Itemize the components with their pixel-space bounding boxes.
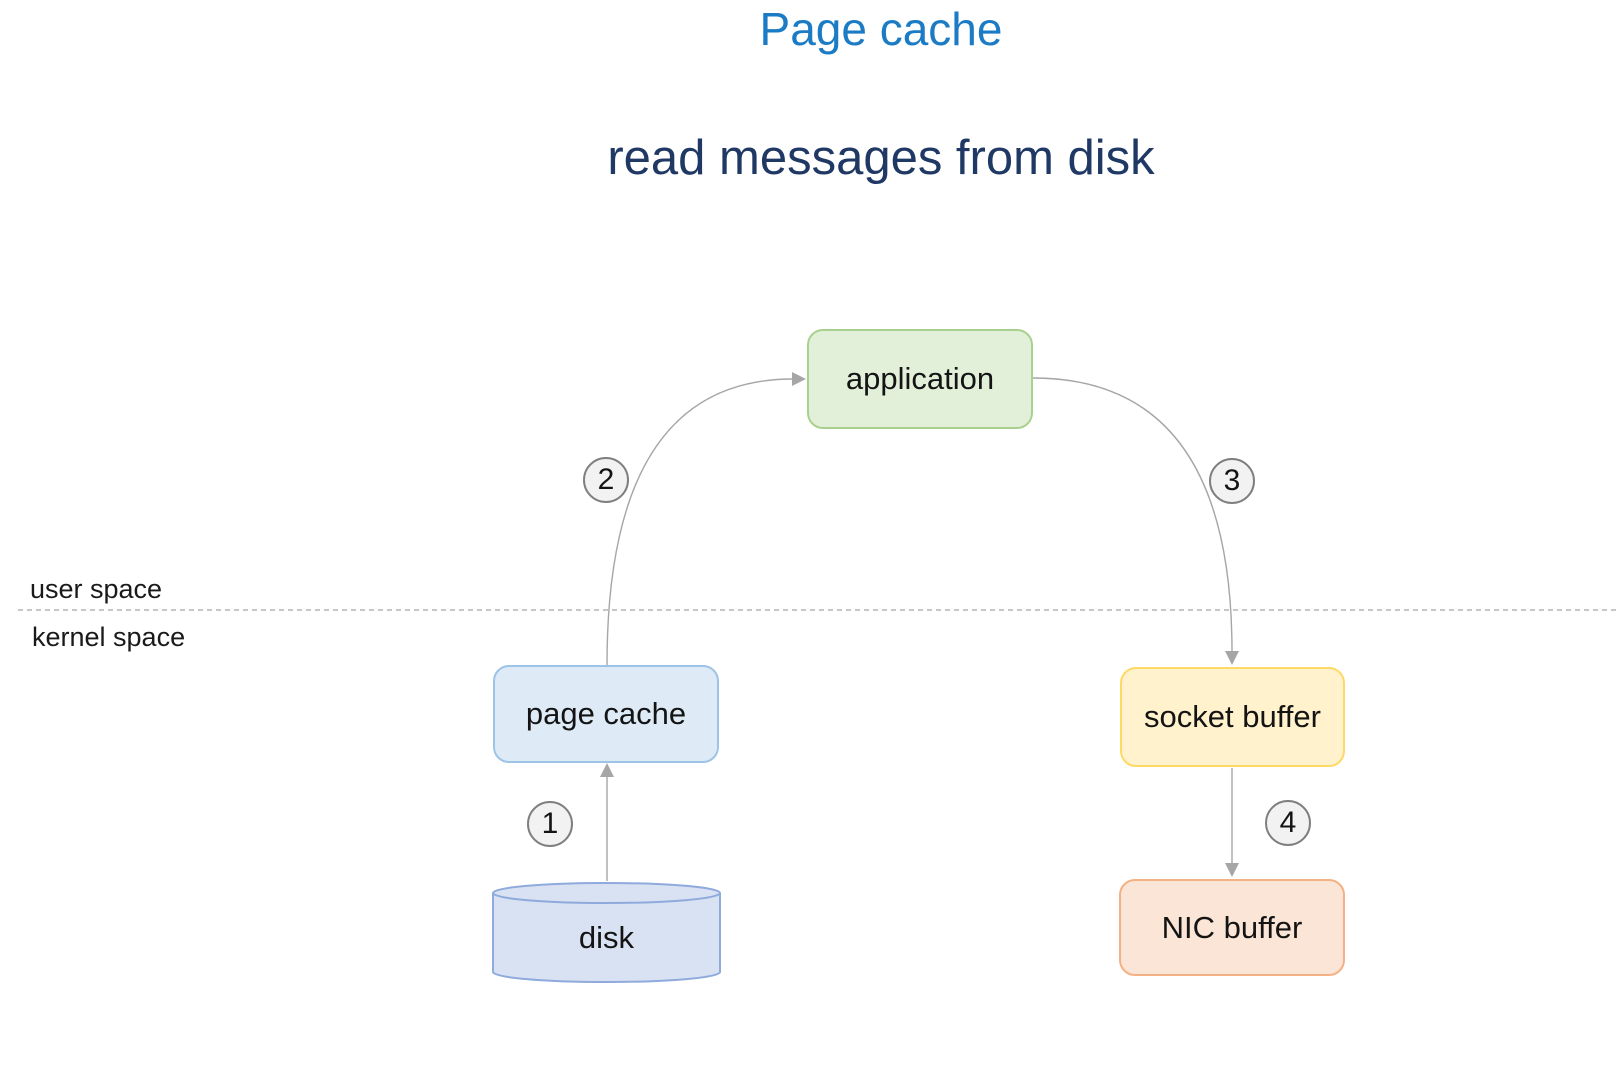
disk-cylinder-body <box>492 893 721 983</box>
kernel-space-label: kernel space <box>32 622 186 652</box>
step-badge-3: 3 <box>1209 458 1255 504</box>
node-application: application <box>807 329 1033 429</box>
step-badge-4: 4 <box>1265 800 1311 846</box>
arrow-page-cache-to-application <box>606 378 794 666</box>
arrowhead-down-icon <box>1225 651 1239 665</box>
arrowhead-right-icon <box>792 372 806 386</box>
node-page-cache-label: page cache <box>525 696 687 731</box>
step-badge-1: 1 <box>527 801 573 847</box>
arrow-application-to-socket-buffer <box>1032 377 1233 653</box>
node-page-cache: page cache <box>493 665 719 763</box>
node-socket-buffer: socket buffer <box>1120 667 1345 767</box>
step-badge-1-number: 1 <box>541 807 559 840</box>
page-subtitle: read messages from disk <box>607 131 1155 185</box>
step-badge-2: 2 <box>583 457 629 503</box>
disk-cylinder-top <box>492 882 721 904</box>
page-title: Page cache <box>759 3 1003 55</box>
node-disk-label: disk <box>578 919 635 955</box>
node-nic-buffer: NIC buffer <box>1119 879 1345 976</box>
arrowhead-down-icon <box>1225 863 1239 877</box>
node-nic-buffer-label: NIC buffer <box>1161 909 1303 945</box>
user-space-label: user space <box>30 574 163 604</box>
step-badge-2-number: 2 <box>597 463 615 496</box>
node-socket-buffer-label: socket buffer <box>1144 699 1321 734</box>
step-badge-4-number: 4 <box>1279 806 1297 839</box>
node-disk: disk <box>493 903 720 972</box>
node-application-label: application <box>845 361 995 396</box>
step-badge-3-number: 3 <box>1223 464 1241 497</box>
arrowhead-up-icon <box>600 763 614 777</box>
